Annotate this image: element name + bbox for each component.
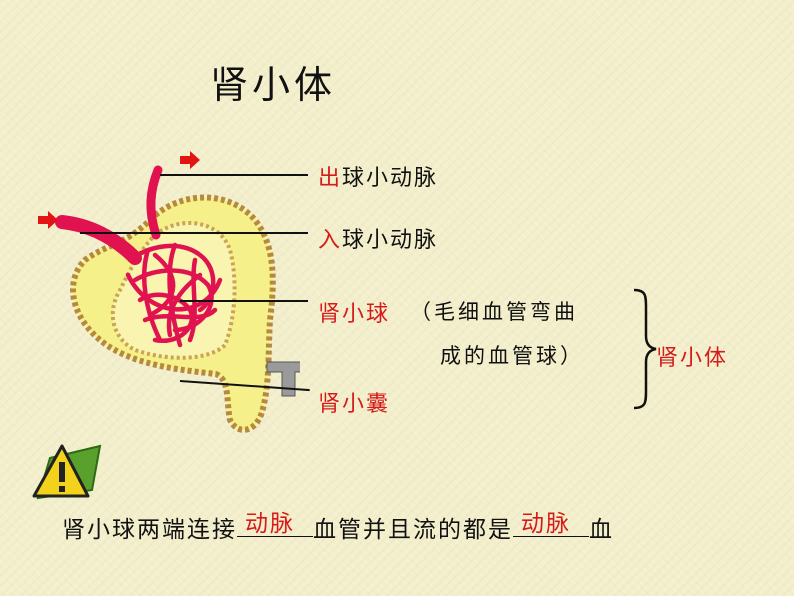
curly-bracket xyxy=(633,288,657,410)
label-capsule: 肾小囊 xyxy=(318,392,391,417)
label-efferent-arteriole: 出球小动脉 xyxy=(318,160,438,192)
glomerulus-tuft xyxy=(125,242,223,348)
warning-icon xyxy=(32,444,102,500)
label-afferent-arteriole: 入球小动脉 xyxy=(318,222,438,254)
red-arrow-icon xyxy=(38,211,58,229)
pointer-line-efferent xyxy=(160,174,308,176)
pointer-line-glomerulus xyxy=(180,300,308,302)
label-glomerulus: 肾小球 xyxy=(318,302,391,327)
pointer-icon xyxy=(266,361,300,397)
efferent-arteriole xyxy=(146,165,163,240)
question-part3: 血 xyxy=(589,517,614,543)
answer-blank-1: 动脉 xyxy=(237,510,313,537)
question-part1: 肾小球两端连接 xyxy=(62,517,237,543)
question-part2: 血管并且流的都是 xyxy=(313,517,513,543)
answer-2: 动脉 xyxy=(521,511,571,537)
label-efferent-rest: 球小动脉 xyxy=(342,166,439,191)
glomerulus-note-line2: 成的血管球） xyxy=(440,344,584,368)
label-efferent-prefix: 出 xyxy=(318,166,343,191)
page-title: 肾小体 xyxy=(210,63,337,107)
answer-1: 动脉 xyxy=(245,511,295,537)
answer-blank-2: 动脉 xyxy=(513,510,589,537)
label-afferent-prefix: 入 xyxy=(318,228,343,253)
renal-corpuscle-diagram xyxy=(38,151,300,433)
red-arrow-icon xyxy=(180,151,200,169)
pointer-line-afferent xyxy=(80,232,308,234)
label-afferent-rest: 球小动脉 xyxy=(342,228,439,253)
question-sentence: 肾小球两端连接动脉血管并且流的都是动脉血 xyxy=(62,510,614,544)
bracket-label: 肾小体 xyxy=(656,346,729,371)
glomerulus-note-line1: （毛细血管弯曲 xyxy=(410,300,578,324)
